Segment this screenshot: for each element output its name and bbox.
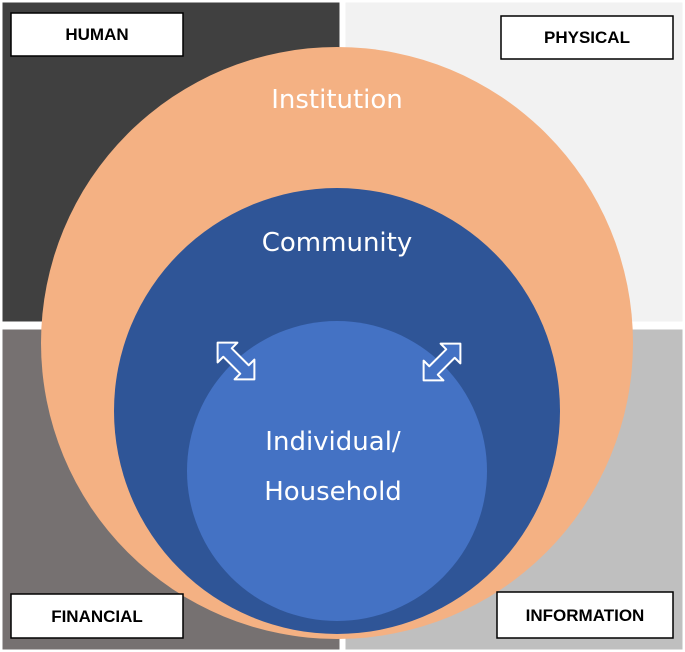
financial-label-box: FINANCIAL bbox=[10, 593, 184, 639]
left-bidirectional-arrow-icon bbox=[216, 341, 256, 381]
physical-label-box: PHYSICAL bbox=[500, 15, 674, 60]
financial-label: FINANCIAL bbox=[51, 607, 143, 626]
physical-label: PHYSICAL bbox=[544, 28, 630, 47]
human-label-box: HUMAN bbox=[10, 12, 184, 57]
information-label: INFORMATION bbox=[526, 606, 645, 625]
individual-label-line1: Individual/ bbox=[265, 427, 401, 457]
information-label-box: INFORMATION bbox=[496, 591, 674, 639]
right-bidirectional-arrow-icon bbox=[422, 342, 462, 382]
individual-household-circle bbox=[187, 321, 487, 621]
institution-label: Institution bbox=[271, 85, 403, 115]
household-label-line2: Household bbox=[264, 477, 402, 507]
community-label: Community bbox=[262, 228, 412, 258]
human-label: HUMAN bbox=[65, 25, 128, 44]
